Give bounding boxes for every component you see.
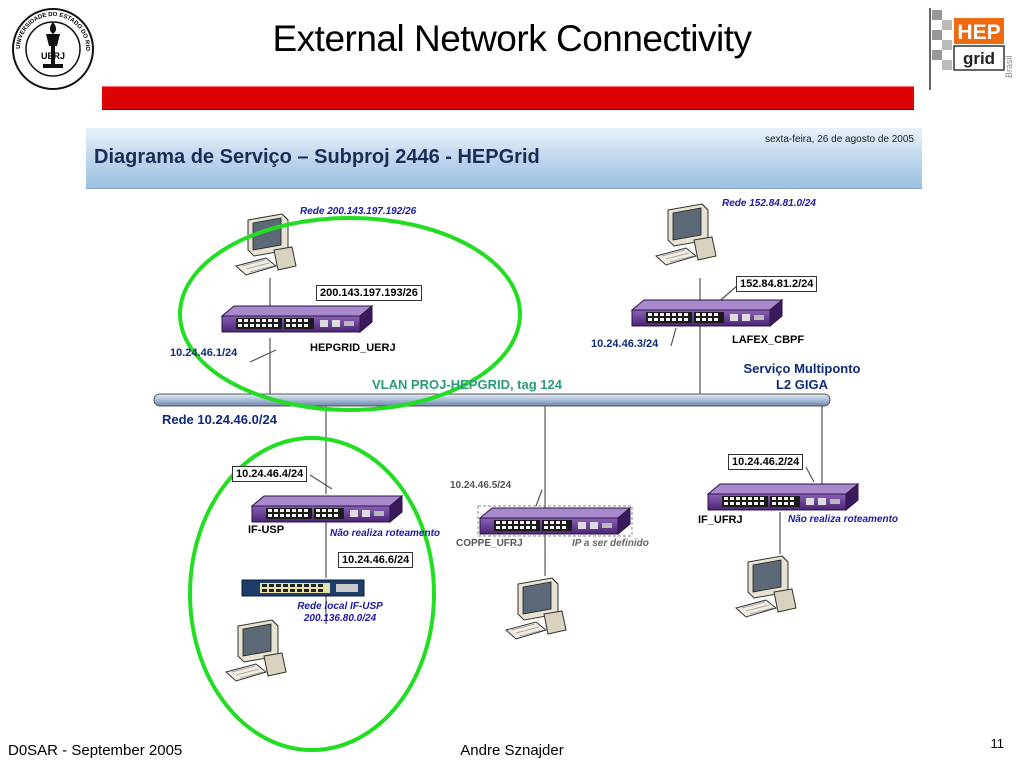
ufrj-note: Não realiza roteamento — [788, 514, 899, 525]
cbpf-net-label: Rede 152.84.81.0/24 — [722, 198, 816, 209]
vlan-bus — [153, 393, 831, 407]
ufrj-pc-icon — [735, 555, 797, 618]
multipoint-label-1: Serviço Multiponto — [743, 361, 861, 376]
lafex-cbpf-switch-icon — [631, 299, 783, 327]
diagram-header: Diagrama de Serviço – Subproj 2446 - HEP… — [86, 128, 922, 189]
callout-usp-vlan — [309, 474, 333, 490]
cbpf-vlan-ip: 10.24.46.3/24 — [591, 338, 659, 350]
highlight-ellipse-uerj — [178, 216, 522, 412]
vlan-label: VLAN PROJ-HEPGRID, tag 124 — [372, 377, 562, 392]
ufrj-switch-name: IF_UFRJ — [698, 514, 743, 526]
uerj-router-ip: 200.143.197.193/26 — [316, 285, 422, 301]
slide-title: External Network Connectivity — [272, 18, 752, 59]
cbpf-switch-name: LAFEX_CBPF — [732, 334, 805, 346]
coppe-pc-icon — [505, 577, 567, 640]
usp-router-ip: 10.24.46.6/24 — [338, 552, 414, 568]
ufrj-vlan-ip: 10.24.46.2/24 — [728, 454, 804, 470]
callout-cbpf-vlan — [670, 327, 677, 347]
hep-logo-bottom: grid — [963, 49, 995, 68]
uerj-logo-text: UERJ — [41, 51, 65, 61]
usp-local-net-1: Rede local IF-USP — [297, 601, 383, 612]
coppe-switch-name: COPPE_UFRJ — [456, 538, 523, 549]
hep-logo-top: HEP — [957, 21, 1000, 44]
multipoint-label-2: L2 GIGA — [775, 377, 828, 392]
usp-local-net-2: 200.136.80.0/24 — [303, 613, 377, 624]
if-usp-switch-icon — [251, 495, 403, 523]
usp-pc-icon — [225, 619, 287, 682]
usp-router-icon — [241, 579, 365, 597]
network-label: Rede 10.24.46.0/24 — [162, 412, 277, 427]
cbpf-router-ip: 152.84.81.2/24 — [736, 276, 818, 292]
diagram-title: Diagrama de Serviço – Subproj 2446 - HEP… — [94, 146, 540, 168]
diagram-graphics — [153, 203, 859, 752]
hepgrid-uerj-switch-icon — [221, 305, 373, 333]
coppe-ufrj-switch-icon — [479, 507, 631, 535]
callout-coppe-vlan — [535, 489, 543, 507]
footer-event: D0SAR - September 2005 — [8, 742, 183, 759]
hepgrid-logo: HEP grid Brasil — [929, 8, 1014, 90]
coppe-vlan-ip: 10.24.46.5/24 — [450, 480, 512, 491]
uerj-logo: UERJ UNIVERSIDADE DO ESTADO DO RIO DE JA… — [8, 2, 94, 90]
diagram-date: sexta-feira, 26 de agosto de 2005 — [765, 134, 914, 145]
uerj-net-label: Rede 200.143.197.192/26 — [300, 206, 417, 217]
link-lines — [249, 278, 823, 624]
callout-uerj-vlan — [249, 349, 277, 363]
footer-author: Andre Sznajder — [460, 742, 564, 759]
title-divider-bar — [102, 86, 914, 110]
usp-vlan-ip: 10.24.46.4/24 — [232, 466, 308, 482]
usp-note: Não realiza roteamento — [330, 528, 441, 539]
coppe-note: IP a ser definido — [572, 538, 649, 549]
hep-logo-side: Brasil — [1004, 55, 1014, 78]
if-ufrj-switch-icon — [707, 483, 859, 511]
service-diagram: Diagrama de Serviço – Subproj 2446 - HEP… — [86, 128, 922, 752]
page-number: 11 — [990, 736, 1005, 751]
uerj-switch-name: HEPGRID_UERJ — [310, 342, 396, 354]
usp-switch-name: IF-USP — [248, 524, 285, 536]
coppe-dashed-box — [477, 505, 633, 537]
callout-ufrj-vlan — [805, 466, 815, 483]
highlight-ellipse-usp — [188, 436, 436, 752]
uerj-vlan-ip: 10.24.46.1/24 — [170, 347, 238, 359]
cbpf-pc-icon — [655, 203, 717, 266]
